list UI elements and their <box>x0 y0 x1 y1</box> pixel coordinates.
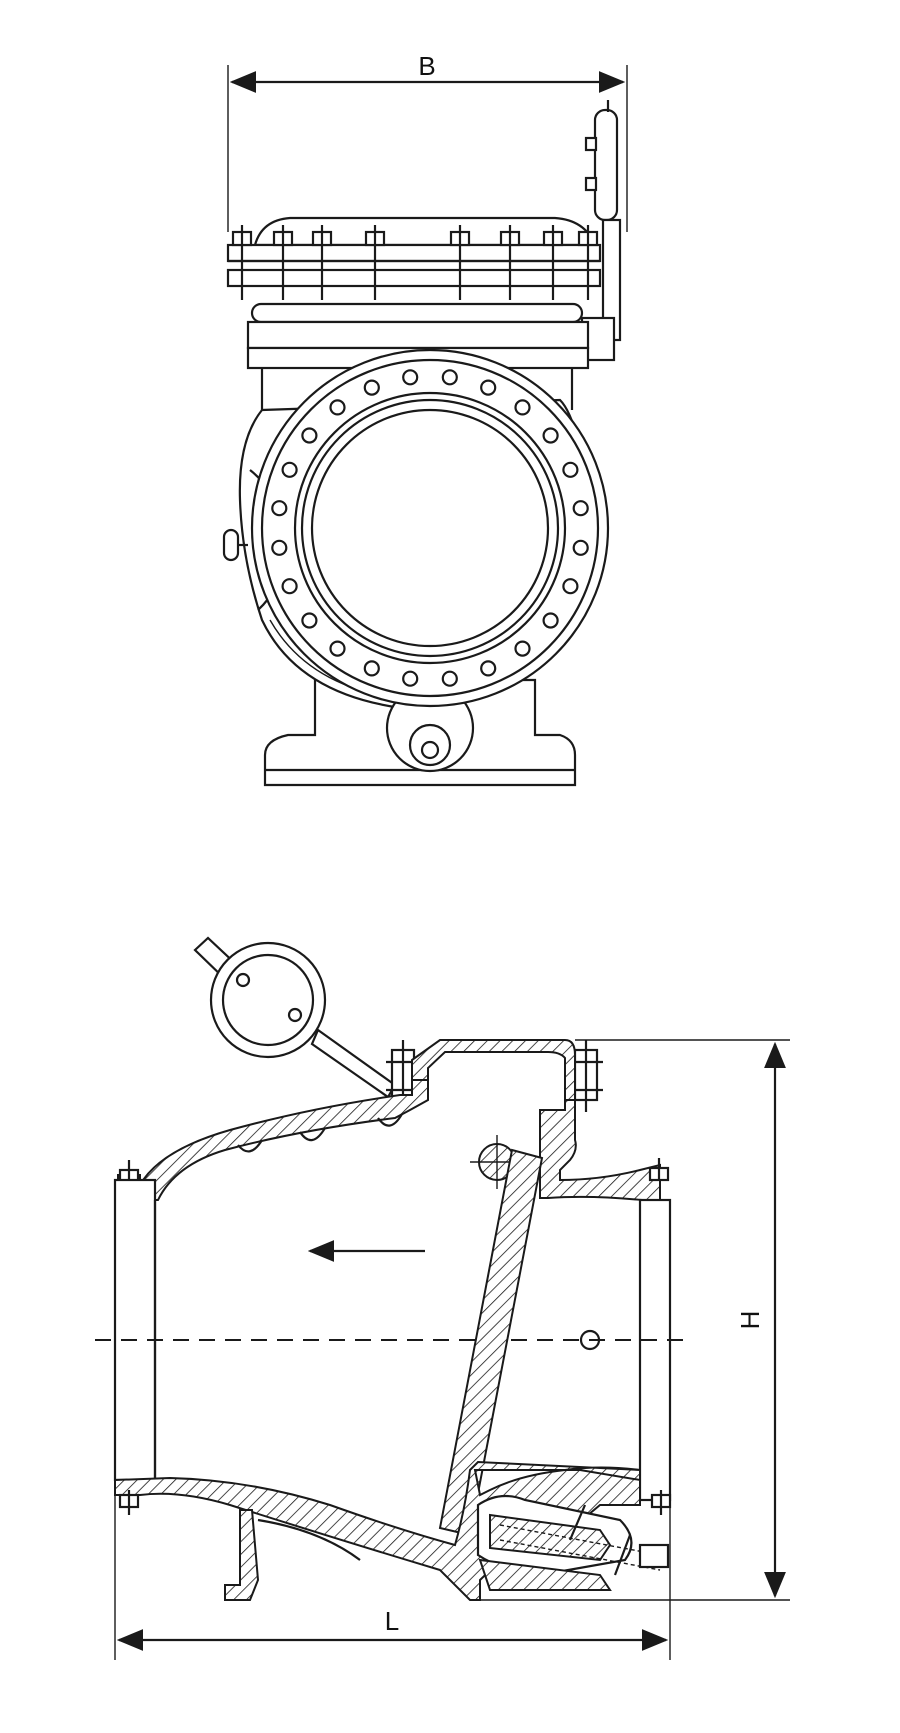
flange-bolt-hole <box>363 379 380 396</box>
flange-bolt-hole <box>572 500 589 517</box>
flange-bolt-hole <box>480 379 497 396</box>
counterweight <box>193 936 397 1099</box>
center-mark <box>579 1329 601 1351</box>
cover-bolt <box>499 225 521 300</box>
lower-rib <box>224 1509 260 1601</box>
flange-bolt-hole <box>301 427 318 444</box>
flange-bolt-hole <box>562 461 579 478</box>
flange-bolt-hole <box>441 670 458 687</box>
flange-bolt-hole <box>329 399 346 416</box>
front-view: B <box>222 51 628 787</box>
dimension-l: L <box>114 1480 671 1660</box>
flange-bolt-hole <box>402 670 419 687</box>
flange-bolt-hole <box>542 612 559 629</box>
flange-bolt-hole <box>271 500 288 517</box>
cover-bolt <box>272 225 294 300</box>
cover-bolt <box>311 225 333 300</box>
flange-bolt-hole <box>480 660 497 677</box>
cover-bolt <box>449 225 471 300</box>
main-flange <box>250 348 610 708</box>
side-knob <box>222 528 248 562</box>
cover-bolt <box>577 225 599 300</box>
bonnet-body <box>246 302 590 410</box>
flange-bolt-holes <box>271 369 589 687</box>
cover-bolt <box>542 225 564 300</box>
top-body-wall <box>117 1079 429 1201</box>
dimension-h-label: H <box>735 1311 765 1330</box>
flange-bolt-hole <box>329 640 346 657</box>
flange-bolt-hole <box>363 660 380 677</box>
bottom-boss <box>385 683 475 773</box>
flange-bolt-hole <box>514 399 531 416</box>
bonnet-cover-section <box>411 1039 576 1101</box>
flange-bolt-hole <box>281 578 298 595</box>
dimension-l-label: L <box>385 1606 399 1636</box>
cover-bolt <box>231 225 253 300</box>
section-view: L H <box>95 936 790 1660</box>
flange-bolt-hole <box>562 578 579 595</box>
flange-bolt-hole <box>441 369 458 386</box>
dimension-b: B <box>227 51 628 232</box>
flange-bolt-hole <box>542 427 559 444</box>
flange-bolt-hole <box>572 539 589 556</box>
left-flange <box>113 1178 157 1482</box>
flange-bolt-hole <box>514 640 531 657</box>
flange-bolt-hole <box>301 612 318 629</box>
right-flange <box>638 1198 672 1502</box>
dimension-h: H <box>480 1039 790 1601</box>
cover-bolts <box>231 225 599 300</box>
flange-bolt-hole <box>402 369 419 386</box>
flange-bolt-hole <box>271 539 288 556</box>
flange-bolt-hole <box>281 461 298 478</box>
right-upper-wall <box>539 1099 661 1201</box>
buffer-assembly <box>476 1494 670 1591</box>
cover-bolt <box>364 225 386 300</box>
dimension-b-label: B <box>418 51 435 81</box>
